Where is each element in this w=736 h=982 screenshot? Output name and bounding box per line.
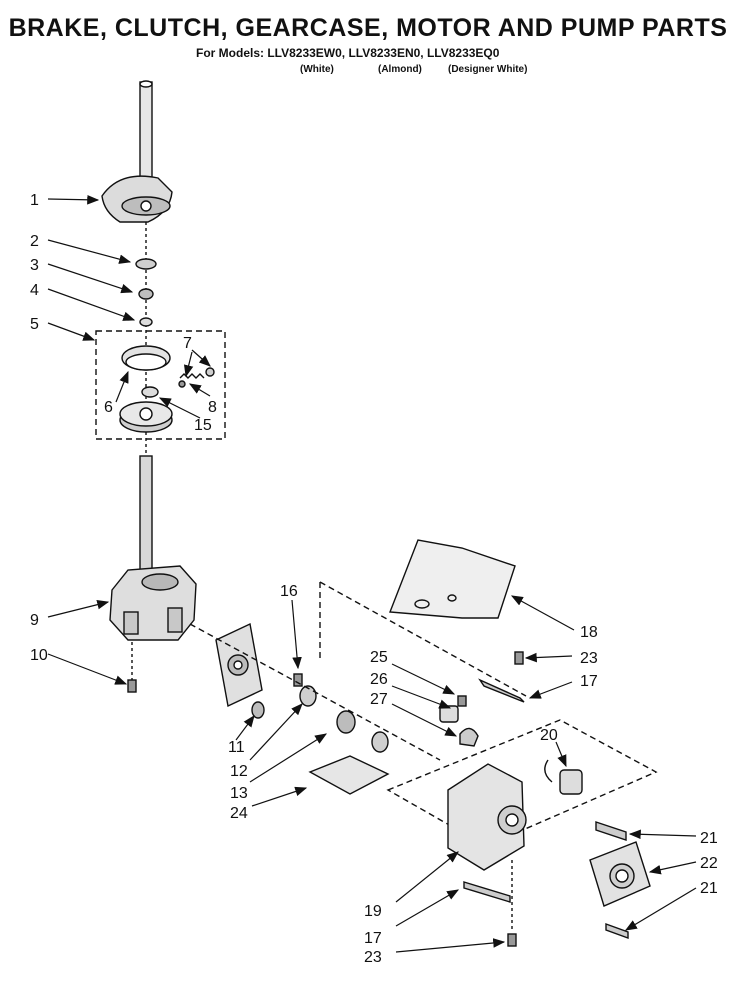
callout-5: 5 [30,316,39,333]
callout-1: 1 [30,192,39,209]
callout-9: 9 [30,612,39,629]
callout-16: 16 [280,583,298,600]
part-20-capacitor [544,759,583,795]
callout-6: 6 [104,399,113,416]
part-17-strap [478,678,525,703]
color-white: (White) [300,64,334,75]
part-19-motor [447,763,527,871]
callout-27: 27 [370,691,388,708]
part-26-screw [457,695,467,707]
part-5-clutch-kit-box [95,330,226,440]
part-4-ring [139,317,153,327]
callout-4: 4 [30,282,39,299]
callout-18: 18 [580,624,598,641]
part-17-strap-lower [463,881,511,903]
part-7-spring [179,367,215,379]
part-8-pin [178,380,186,388]
part-23-screw-bottom [507,933,517,947]
splined-shaft [139,455,153,577]
part-24-pad [308,755,390,795]
callout-17-top: 17 [580,673,598,690]
part-10-screw [127,642,137,693]
mounting-plate [215,622,263,708]
callout-15: 15 [194,417,212,434]
callout-22: 22 [700,855,718,872]
part-22-pump [589,841,651,907]
callout-20: 20 [540,727,558,744]
part-11-bushing [251,701,265,719]
part-16-screw [293,673,303,687]
part-1-brake-cam [101,175,173,223]
callout-23-bottom: 23 [364,949,382,966]
part-12-coupler [299,685,317,707]
callout-3: 3 [30,257,39,274]
callout-7: 7 [183,335,192,352]
callout-12: 12 [230,763,248,780]
part-27-clip [459,727,479,747]
color-designer-white: (Designer White) [448,64,528,75]
part-18-cover [389,539,516,619]
part-15-clutch-hub [119,386,173,433]
part-9-gearcase [109,565,197,641]
callout-21-top: 21 [700,830,718,847]
callout-25: 25 [370,649,388,666]
diagram-title: BRAKE, CLUTCH, GEARCASE, MOTOR AND PUMP … [8,14,728,42]
part-2-washer [135,258,157,270]
callout-21-bottom: 21 [700,880,718,897]
callout-24: 24 [230,805,248,822]
part-23-screw-top [514,651,524,665]
models-line: For Models: LLV8233EW0, LLV8233EN0, LLV8… [196,46,500,60]
callout-11: 11 [228,739,245,756]
callout-17-bottom: 17 [364,930,382,947]
color-almond: (Almond) [378,64,422,75]
callout-10: 10 [30,647,48,664]
callout-2: 2 [30,233,39,250]
callout-26: 26 [370,671,388,688]
part-21-clamp-bottom [605,923,629,939]
callout-8: 8 [208,399,217,416]
part-25-plug [439,705,459,723]
part-3-washer [138,288,154,300]
part-21-clamp-top [595,821,627,841]
part-6-clutch-band [121,345,171,371]
callout-19: 19 [364,903,382,920]
callout-23-top: 23 [580,650,598,667]
part-13-coupler-disc [336,710,356,734]
callout-13: 13 [230,785,248,802]
